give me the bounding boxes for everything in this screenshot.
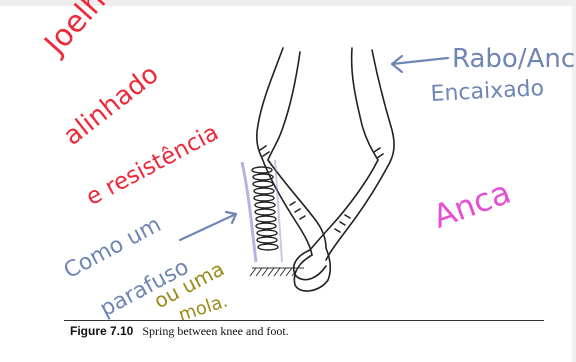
caption-label: Figure 7.10 bbox=[70, 324, 133, 338]
annotation-rabo-anca: Rabo/Anca bbox=[452, 44, 576, 74]
caption-rule bbox=[64, 320, 544, 321]
figure-caption: Figure 7.10 Spring between knee and foot… bbox=[70, 324, 289, 339]
caption-text: Spring between knee and foot. bbox=[142, 324, 288, 338]
